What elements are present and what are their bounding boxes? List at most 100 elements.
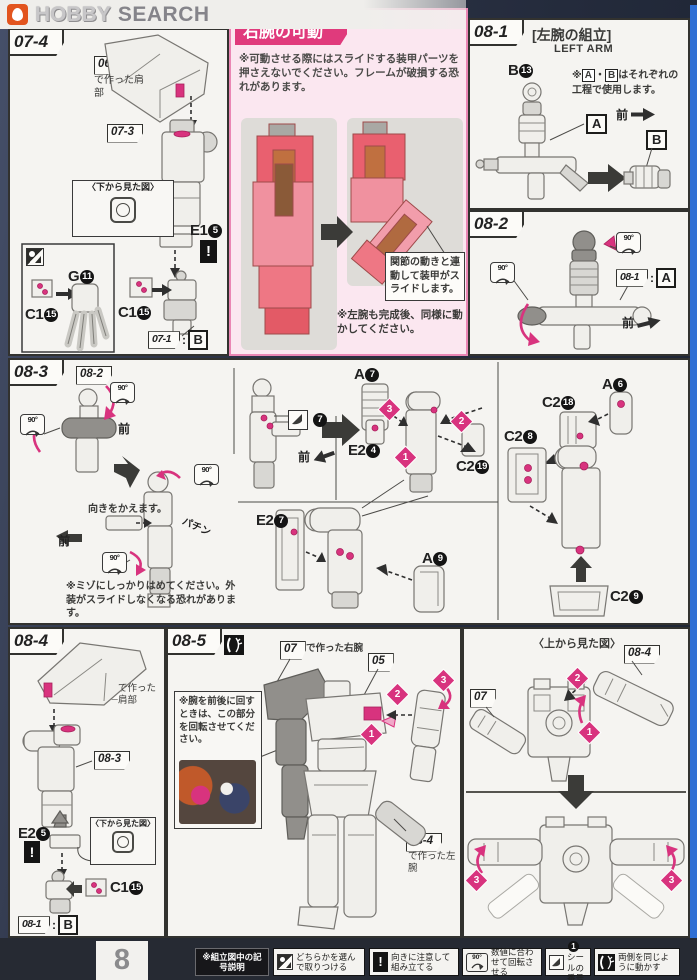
view-from-below-box: 〈下から見た図〉	[72, 180, 174, 237]
rotation-note-box: ※腕を前後に回すときは、この部分を回転させてください。	[174, 691, 262, 829]
panel-top-view: 〈上から見た図〉 08-4 07 2 1 3 3	[462, 627, 690, 938]
page-number: 8	[96, 941, 148, 980]
legend-seal: 1シールの番号	[545, 941, 591, 980]
articulation-caution: ※可動させる際にはスライドする装甲パーツを押さえないでください。フレームが破損す…	[239, 53, 459, 94]
left-arm-note: ※左腕も完成後、同様に動かしてください。	[337, 309, 463, 336]
hobby-search-logo-icon	[7, 4, 28, 25]
sequence-3: 3	[378, 398, 401, 421]
rotate-90-icon: 90°	[110, 382, 135, 405]
bottom-bar: 8 ※組立図中の記号説明 どちらかを選んで取りつける ! 向きに注意して組み立て…	[0, 938, 697, 980]
view-from-above-label: 〈上から見た図〉	[533, 638, 621, 650]
rotation-photo	[179, 760, 256, 824]
ref-08-2: 08-2	[76, 366, 113, 385]
sequence-1: 1	[578, 721, 601, 744]
panel-title-jp: [左腕の組立]	[532, 27, 612, 43]
panel-step-08-3: 08-3	[8, 358, 690, 625]
step-08-5-illustration	[259, 658, 452, 930]
ref-08-4-caption: で作った左腕	[408, 851, 456, 875]
legend-orientation: ! 向きに注意して組み立てる	[369, 948, 459, 976]
ref-07: 07	[470, 689, 496, 708]
panel-right-arm-articulation: 右腕の可動 ※可動させる際にはスライドする装甲パーツを押さえないでください。フレ…	[229, 8, 468, 356]
front-indicator: 前	[622, 314, 661, 331]
ref-06-caption: で作った肩部	[94, 75, 144, 99]
step-label: 08-1	[468, 18, 525, 46]
step-label: 07-4	[8, 28, 65, 56]
ref-08-1-a: 08-1 : A	[616, 268, 677, 288]
warning-icon: !	[24, 841, 40, 863]
warning-icon: !	[373, 952, 388, 972]
watermark-bar: HOBBY SEARCH	[0, 0, 466, 29]
sequence-3: 3	[432, 669, 455, 692]
sub-assembly-a-label: A	[586, 114, 608, 134]
slide-caption-box: 関節の動きと連動して装甲がスライドします。	[385, 252, 465, 301]
rotate-90-icon: 90°	[616, 232, 641, 255]
articulation-illustration	[252, 121, 446, 335]
seal-icon	[288, 410, 308, 430]
step-label: 08-5	[166, 627, 223, 655]
groove-caution: ※ミゾにしっかりはめてください。外装がスライドしなくなる恐れがあります。	[66, 581, 236, 619]
move-both-sides-icon	[598, 953, 615, 971]
ref-07-caption: で作った右腕	[306, 643, 364, 654]
top-view-illustration	[466, 660, 686, 926]
step-08-4-illustration	[22, 642, 147, 914]
page-edge-stripe	[690, 5, 697, 980]
front-indicator: 前	[58, 534, 71, 548]
step-label: 08-4	[8, 627, 65, 655]
left-arrow-icon	[313, 450, 336, 463]
right-arrow-icon	[636, 316, 661, 329]
legend-header: ※組立図中の記号説明	[195, 948, 269, 976]
legend-rotate: 90° 数値に合わせて回転させる	[462, 947, 542, 977]
sequence-2: 2	[386, 683, 409, 706]
brand-hobby: HOBBY	[35, 2, 111, 26]
ref-08-4: 08-4	[624, 645, 661, 664]
view-from-below-box: 〈下から見た図〉	[90, 817, 156, 865]
ref-08-3: 08-3	[94, 751, 131, 770]
seal-number: 7	[313, 413, 327, 427]
rotation-note: ※腕を前後に回すときは、この部分を回転させてください。	[179, 696, 256, 746]
front-indicator: 前	[616, 106, 656, 123]
sequence-1: 1	[394, 446, 417, 469]
square-part-icon	[110, 196, 136, 223]
ref-07-1-b: 07-1 : B	[148, 330, 209, 350]
rotate-90-icon: 90°	[20, 414, 45, 437]
ref-06-caption: で作った肩部	[118, 683, 157, 707]
step-label: 08-2	[468, 210, 525, 238]
sequence-2: 2	[450, 410, 473, 433]
warning-icon: !	[200, 240, 217, 263]
rotate-90-icon: 90°	[194, 464, 219, 487]
view-from-below-label: 〈下から見た図〉	[91, 819, 155, 828]
choice-icon	[26, 248, 44, 266]
panel-step-08-2: 08-2 90° 90° 08-1 : A 前	[468, 210, 690, 356]
front-indicator: 前	[298, 448, 336, 465]
ref-05: 05	[368, 653, 394, 672]
sequence-3-right: 3	[660, 869, 683, 892]
step-08-1-illustration	[475, 82, 671, 200]
ref-07: 07	[280, 641, 306, 660]
sequence-3-left: 3	[465, 869, 488, 892]
right-arrow-icon	[631, 108, 656, 121]
square-part-icon	[112, 831, 134, 854]
sequence-2: 2	[566, 667, 589, 690]
choice-icon	[277, 954, 293, 970]
brand-search: SEARCH	[117, 2, 210, 26]
sub-assembly-b-label: B	[646, 130, 668, 150]
legend-choice: どちらかを選んで取りつける	[273, 948, 365, 976]
ref-07-3: 07-3	[107, 124, 144, 143]
